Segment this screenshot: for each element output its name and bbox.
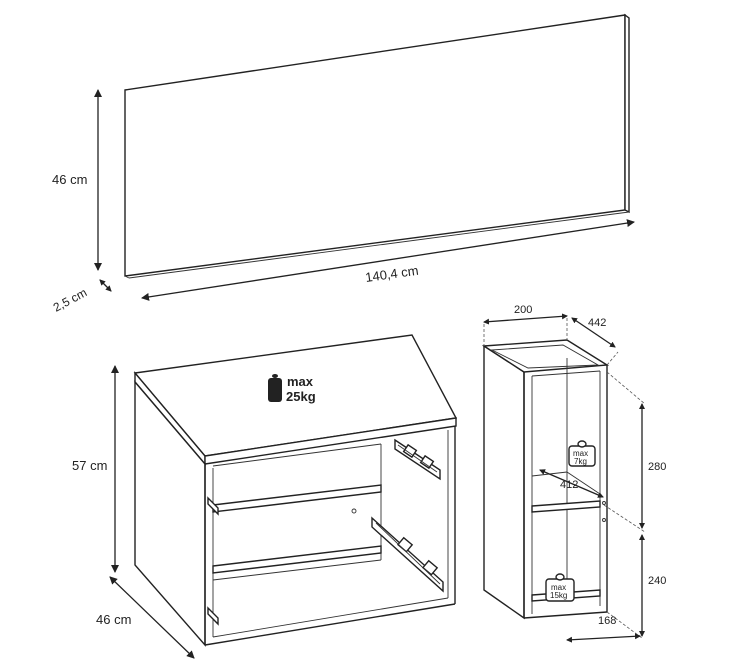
weight-icon (545, 573, 575, 602)
panel-depth-label: 2,5 cm (51, 285, 89, 314)
upper-drawer-slide (394, 438, 441, 481)
lower-weight-label: 15kg (550, 591, 567, 600)
shelf-depth-top-label: 442 (588, 317, 606, 329)
shelf-upper-height-dimension: 280 (603, 371, 666, 533)
lower-compartment-weight: max 15kg (545, 573, 575, 602)
left-slide-brackets (207, 496, 219, 626)
panel-depth-dimension: 2,5 cm (51, 279, 112, 315)
cabinet-depth-label: 46 cm (96, 612, 131, 627)
shelf-inner-depth-dimension: 412 (539, 469, 604, 498)
shelf-bottom-width-dimension: 168 (566, 611, 643, 643)
cabinet-weight-max-label: max (287, 374, 314, 389)
shelf-bottom-width-label: 168 (598, 615, 616, 627)
panel-height-dimension: 46 cm (52, 89, 102, 271)
shelf-width-top-dimension: 200 (483, 304, 568, 346)
upper-compartment-weight: max 7kg (568, 440, 596, 467)
weight-icon (268, 374, 282, 402)
panel-width-dimension: 140,4 cm (141, 219, 635, 301)
cabinet-height-label: 57 cm (72, 458, 107, 473)
cabinet-height-dimension: 57 cm (72, 365, 119, 573)
shelf-width-top-label: 200 (514, 304, 532, 316)
shelf-unit (481, 339, 610, 620)
shelf-inner-depth-label: 412 (560, 479, 578, 491)
shelf-upper-height-label: 280 (648, 461, 666, 473)
cabinet-depth-dimension: 46 cm (96, 576, 195, 659)
shelf-depth-top-dimension: 442 (571, 317, 619, 366)
cabinet-weight-value-label: 25kg (286, 389, 316, 404)
shelf-lower-height-label: 240 (648, 575, 666, 587)
lower-drawer-slide (371, 516, 444, 593)
shelf-lower-height-dimension: 240 (639, 534, 666, 637)
upper-max-label: max (573, 449, 588, 458)
panel-width-label: 140,4 cm (364, 263, 419, 285)
upper-weight-label: 7kg (574, 457, 587, 466)
wall-panel (124, 13, 630, 279)
weight-icon (568, 440, 596, 467)
lower-max-label: max (551, 583, 566, 592)
cabinet-weight-badge: max 25kg (268, 374, 316, 404)
panel-height-label: 46 cm (52, 172, 87, 187)
